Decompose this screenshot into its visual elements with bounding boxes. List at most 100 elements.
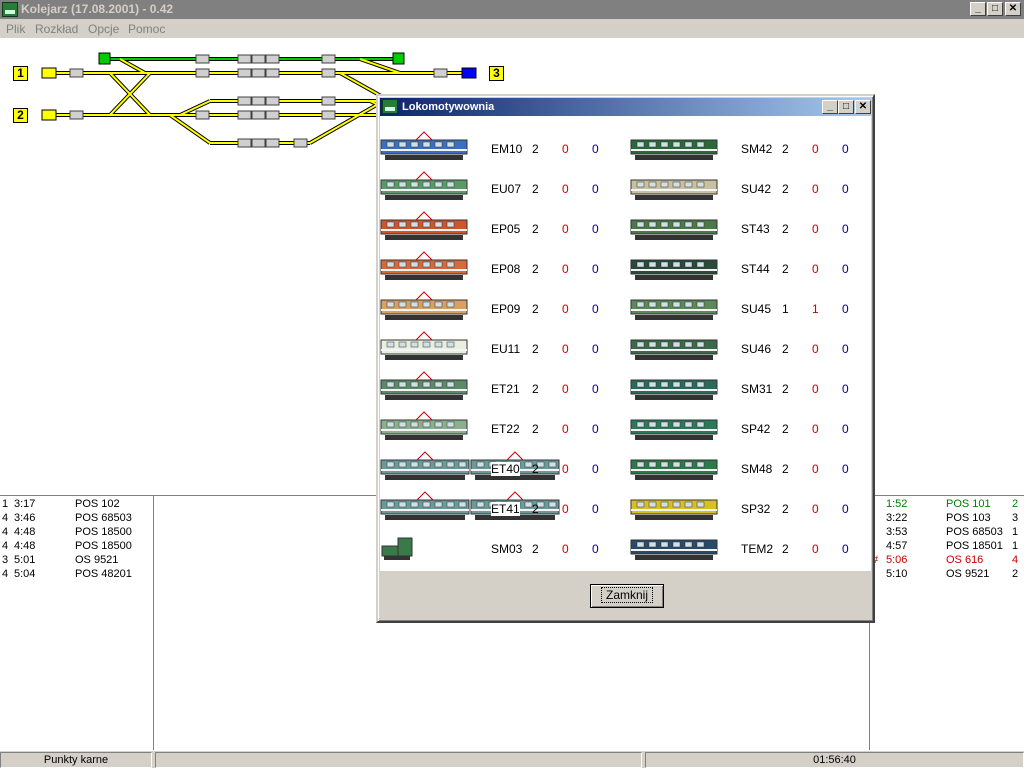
loco-count-c3: 0 xyxy=(842,462,849,476)
schedule-time: 4:48 xyxy=(14,526,36,538)
window-titlebar[interactable]: Kolejarz (17.08.2001) - 0.42 _ □ ✕ xyxy=(0,0,1024,19)
dialog-titlebar[interactable]: Lokomotywownia _ □ ✕ xyxy=(380,98,871,116)
loco-name: EP08 xyxy=(491,262,521,276)
loco-count-c3: 0 xyxy=(592,462,599,476)
loco-count-c2: 0 xyxy=(812,222,819,236)
schedule-time: 4:48 xyxy=(14,540,36,552)
loco-name: SM42 xyxy=(741,142,773,156)
loco-name: SM31 xyxy=(741,382,773,396)
loco-count-c2: 0 xyxy=(562,142,569,156)
loco-count-c2: 0 xyxy=(812,262,819,276)
menu-pomoc[interactable]: Pomoc xyxy=(128,22,166,36)
dialog-minimize-button[interactable]: _ xyxy=(822,100,838,114)
menu-plik[interactable]: Plik xyxy=(6,22,26,36)
schedule-track: 4 xyxy=(2,568,9,580)
schedule-time: 1:52 xyxy=(886,498,908,510)
loco-count-c3: 0 xyxy=(592,422,599,436)
schedule-train: POS 68503 xyxy=(946,526,1003,538)
maximize-button[interactable]: □ xyxy=(987,2,1003,16)
loco-count-c3: 0 xyxy=(842,382,849,396)
locomotive-icon xyxy=(380,208,468,242)
loco-count-c2: 1 xyxy=(812,302,819,316)
loco-count-c1: 2 xyxy=(532,502,539,516)
loco-count-c3: 0 xyxy=(842,422,849,436)
app-icon xyxy=(2,2,18,17)
schedule-time: 3:53 xyxy=(886,526,908,538)
schedule-time: 5:10 xyxy=(886,568,908,580)
locomotive-icon xyxy=(380,168,468,202)
loco-count-c3: 0 xyxy=(592,342,599,356)
loco-count-c2: 0 xyxy=(562,502,569,516)
schedule-time: 4:57 xyxy=(886,540,908,552)
locomotive-icon xyxy=(380,528,416,562)
menu-opcje[interactable]: Opcje xyxy=(88,22,120,36)
schedule-time: 5:06 xyxy=(886,554,908,566)
locomotive-icon xyxy=(630,128,718,162)
status-bar: Punkty karne 01:56:40 xyxy=(0,750,1024,768)
loco-name: TEM2 xyxy=(741,542,774,556)
loco-name: SP42 xyxy=(741,422,771,436)
loco-count-c1: 2 xyxy=(532,142,539,156)
zamknij-button[interactable]: Zamknij xyxy=(590,584,664,608)
schedule-track: 2 xyxy=(1012,568,1019,580)
schedule-time: 3:17 xyxy=(14,498,36,510)
schedule-train: POS 48201 xyxy=(75,568,132,580)
schedule-train: POS 101 xyxy=(946,498,991,510)
schedule-track: 1 xyxy=(1012,540,1019,552)
schedule-track: 3 xyxy=(1012,512,1019,524)
loco-name: EP09 xyxy=(491,302,521,316)
dialog-close-button[interactable]: ✕ xyxy=(855,100,871,114)
schedule-time: 5:04 xyxy=(14,568,36,580)
loco-count-c1: 2 xyxy=(532,302,539,316)
schedule-time: 3:46 xyxy=(14,512,36,524)
loco-name: ET22 xyxy=(491,422,520,436)
loco-count-c3: 0 xyxy=(592,542,599,556)
window-title: Kolejarz (17.08.2001) - 0.42 xyxy=(21,2,174,16)
menu-rozklad[interactable]: Rozkład xyxy=(35,22,79,36)
schedule-row[interactable]: 4 5:04 POS 48201 xyxy=(2,567,152,581)
loco-count-c3: 0 xyxy=(842,342,849,356)
dialog-maximize-button[interactable]: □ xyxy=(838,100,854,114)
close-window-button[interactable]: ✕ xyxy=(1005,2,1021,16)
loco-name: SP32 xyxy=(741,502,771,516)
locomotive-icon xyxy=(630,328,718,362)
loco-count-c1: 2 xyxy=(782,342,789,356)
locomotive-icon xyxy=(380,328,468,362)
minimize-button[interactable]: _ xyxy=(970,2,986,16)
loco-name: ET21 xyxy=(491,382,520,396)
